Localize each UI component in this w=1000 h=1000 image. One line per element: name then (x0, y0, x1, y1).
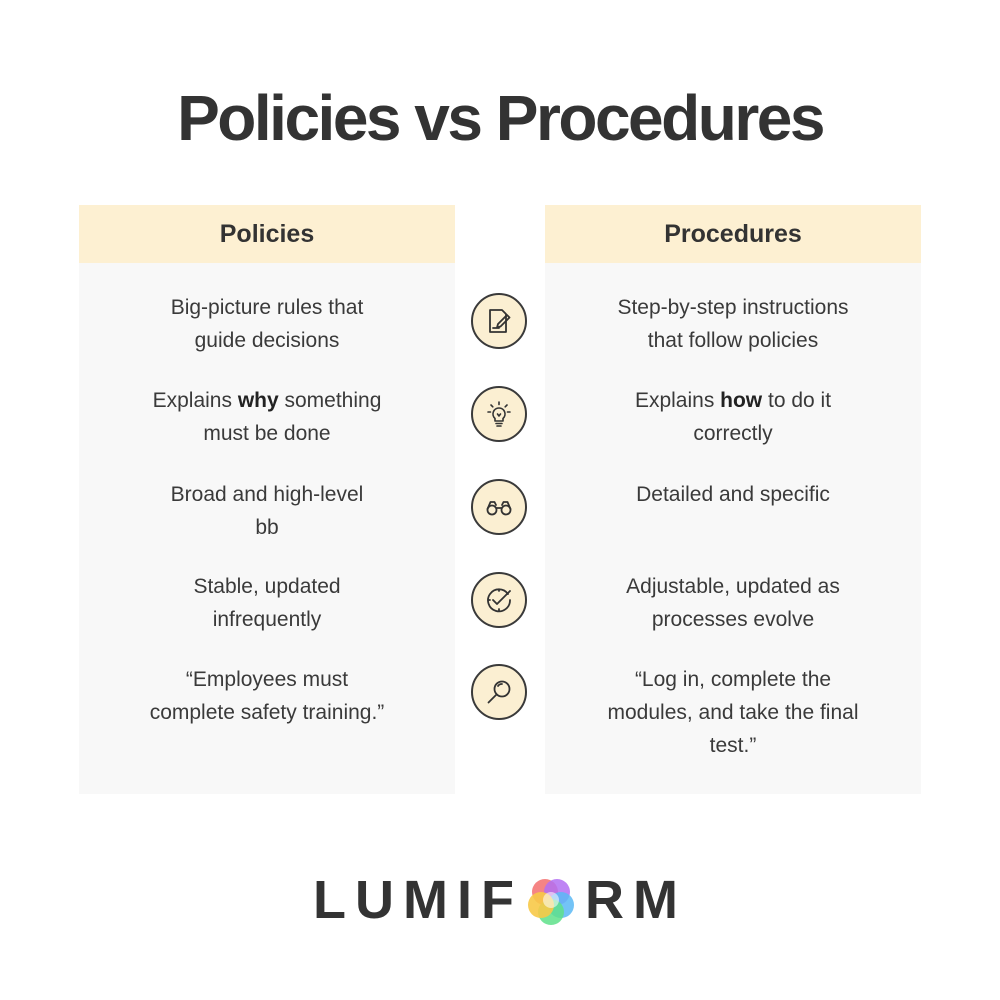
logo-text-start: LUMIF (313, 870, 523, 930)
policies-header: Policies (79, 205, 455, 263)
flower-logo-icon (525, 874, 577, 926)
policies-row-3: Broad and high-level bb (170, 483, 364, 539)
lightbulb-icon (471, 386, 527, 442)
policies-column: Policies Big-picture rules that guide de… (79, 205, 455, 794)
clock-check-icon (471, 572, 527, 628)
procedures-row-1: Step-by-step instructions that follow po… (617, 296, 849, 352)
policies-row-2: Explains why something must be done (152, 389, 382, 445)
procedures-row-3: Detailed and specific (636, 483, 830, 506)
document-edit-icon (471, 293, 527, 349)
policies-row-1: Big-picture rules that guide decisions (170, 296, 364, 352)
magnifier-icon (471, 664, 527, 720)
procedures-column: Procedures Step-by-step instructions tha… (545, 205, 921, 794)
policies-row-4: Stable, updated infrequently (193, 575, 341, 631)
policies-row-5: “Employees must complete safety training… (149, 668, 385, 724)
logo-text-end: RM (584, 870, 687, 930)
page-title: Policies vs Procedures (177, 82, 825, 154)
lumiform-logo: LUMIF RM (0, 868, 1000, 932)
procedures-header: Procedures (545, 205, 921, 263)
procedures-row-2: Explains how to do it correctly (634, 389, 832, 445)
procedures-row-5: “Log in, complete the modules, and take … (607, 668, 859, 757)
procedures-row-4: Adjustable, updated as processes evolve (626, 575, 840, 631)
binoculars-icon (471, 479, 527, 535)
